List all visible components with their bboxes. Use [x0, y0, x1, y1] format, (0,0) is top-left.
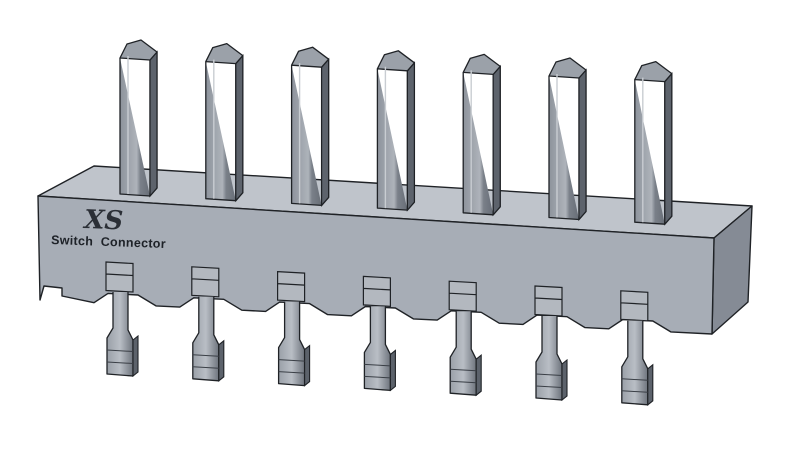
pin-pocket	[534, 285, 563, 317]
pin-leg	[621, 320, 649, 406]
pin-foot-side	[218, 339, 225, 382]
pin-leg	[363, 306, 392, 392]
pin-leg	[449, 311, 477, 396]
pin-leg	[106, 292, 134, 377]
top-pin-side	[578, 68, 587, 222]
top-pin-tip	[205, 42, 244, 65]
pin-pocket	[362, 275, 391, 308]
pin-foot-band	[106, 349, 134, 352]
bottom-pin	[277, 270, 311, 387]
top-pins	[119, 39, 673, 226]
bottom-pin	[534, 285, 568, 402]
brand-label: Switch Connector	[51, 233, 166, 251]
pin-pocket	[448, 280, 477, 312]
pin-leg	[192, 296, 220, 382]
pin-foot-band	[621, 378, 648, 381]
top-pin	[376, 50, 416, 212]
pin-foot-band	[106, 361, 134, 364]
top-pin	[290, 46, 330, 207]
pin-foot-band	[450, 368, 477, 372]
pin-foot-band	[364, 363, 391, 367]
top-pin	[462, 53, 501, 217]
bottom-pin	[191, 266, 225, 382]
top-pin-side	[406, 61, 415, 212]
pin-foot-side	[561, 358, 568, 402]
pin-foot-band	[278, 359, 305, 362]
pin-foot-side	[647, 363, 654, 406]
pin-foot-band	[278, 371, 305, 374]
top-pin-tip	[290, 46, 330, 68]
top-pin-side	[149, 50, 158, 198]
top-pin	[634, 60, 673, 226]
top-pin	[205, 42, 244, 203]
pin-foot-side	[304, 344, 311, 387]
pin-pocket	[620, 290, 649, 322]
pin-foot-band	[535, 385, 563, 388]
bottom-pin	[448, 280, 482, 397]
top-pin-side	[321, 57, 330, 207]
top-pin-side	[235, 54, 244, 203]
top-pin-tip	[462, 53, 501, 76]
top-pin	[119, 39, 158, 198]
top-pin-tip	[376, 50, 416, 72]
bottom-pin	[362, 275, 396, 392]
bottom-pin	[620, 290, 654, 406]
logo-mark: XS	[82, 205, 124, 236]
pin-foot-band	[192, 354, 219, 357]
top-pin-tip	[634, 60, 673, 83]
pin-pocket	[277, 270, 306, 303]
top-pin-side	[664, 72, 673, 226]
pin-foot-band	[621, 390, 648, 393]
top-pin-tip	[548, 57, 587, 79]
pin-foot-band	[364, 375, 391, 379]
pin-leg	[277, 301, 306, 387]
pin-foot-side	[132, 334, 139, 378]
pin-foot-band	[535, 373, 563, 376]
pin-foot-band	[450, 380, 477, 384]
top-pin	[548, 57, 587, 222]
pin-foot-side	[389, 349, 396, 392]
pin-leg	[535, 316, 563, 401]
pin-foot-side	[475, 354, 482, 397]
top-pin-tip	[119, 39, 158, 61]
top-pin-side	[492, 64, 501, 217]
pin-pocket	[191, 266, 220, 298]
pin-pocket	[105, 261, 134, 293]
bottom-pins	[105, 261, 654, 406]
bottom-pin	[105, 261, 139, 378]
pin-foot-band	[192, 366, 219, 369]
